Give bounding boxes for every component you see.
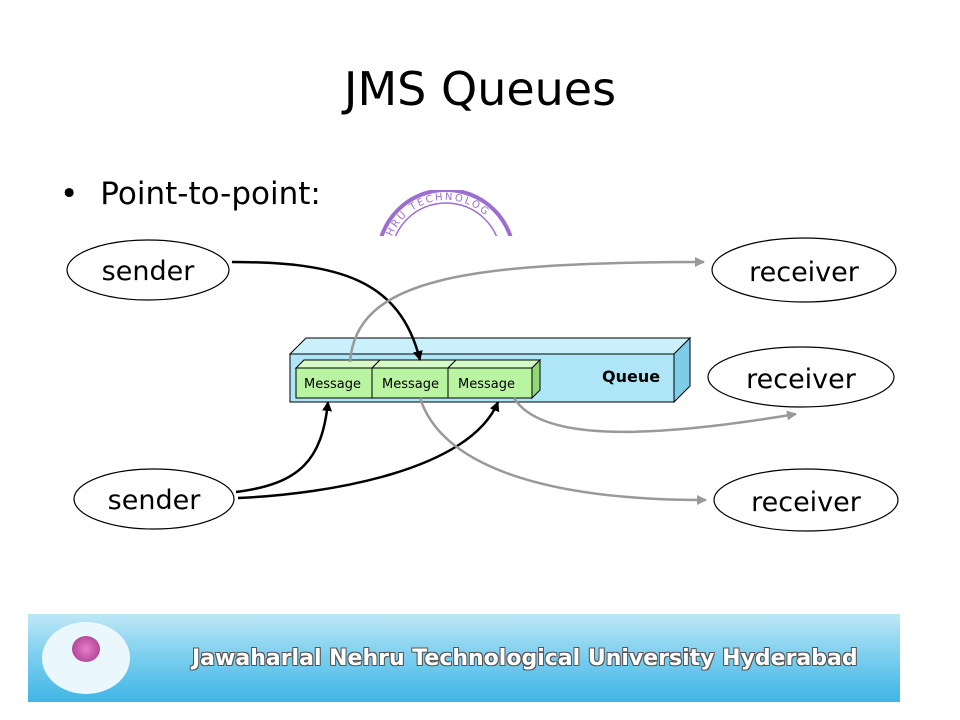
message-1: Message [294,359,382,399]
sender-1-label: sender [102,256,196,287]
receiver-node-3: receiver [713,468,899,532]
sender-node-2: sender [73,468,235,530]
message-1-label: Message [304,377,361,392]
send-arrow-2 [235,401,333,494]
university-logo [42,622,130,694]
message-3-label: Message [458,377,515,392]
send-arrow-3 [237,401,500,500]
receiver-1-label: receiver [749,257,860,288]
receiver-3-label: receiver [751,487,862,518]
footer-university-name: Jawaharlal Nehru Technological Universit… [192,646,858,671]
footer-banner: Jawaharlal Nehru Technological Universit… [28,614,900,702]
message-2: Message [370,359,458,399]
message-2-label: Message [382,377,439,392]
slide-title: JMS Queues [343,62,617,116]
receive-arrow-1 [348,257,705,363]
receiver-node-2: receiver [707,346,895,408]
sender-2-label: sender [108,485,202,516]
send-arrow-1 [231,260,423,361]
bullet-text: Point-to-point: [100,176,321,212]
message-3: Message [446,358,542,400]
watermark-seal: HRU TECHNOLOG [379,190,513,236]
bullet-point: • Point-to-point: [60,176,321,212]
receive-arrow-3 [418,397,707,505]
receive-arrow-2 [512,397,797,434]
lotus-icon [72,636,100,662]
receiver-2-label: receiver [746,364,857,395]
bullet-dot: • [60,176,79,212]
sender-node-1: sender [66,239,230,301]
queue-label: Queue [602,367,660,386]
receiver-node-1: receiver [711,237,897,303]
